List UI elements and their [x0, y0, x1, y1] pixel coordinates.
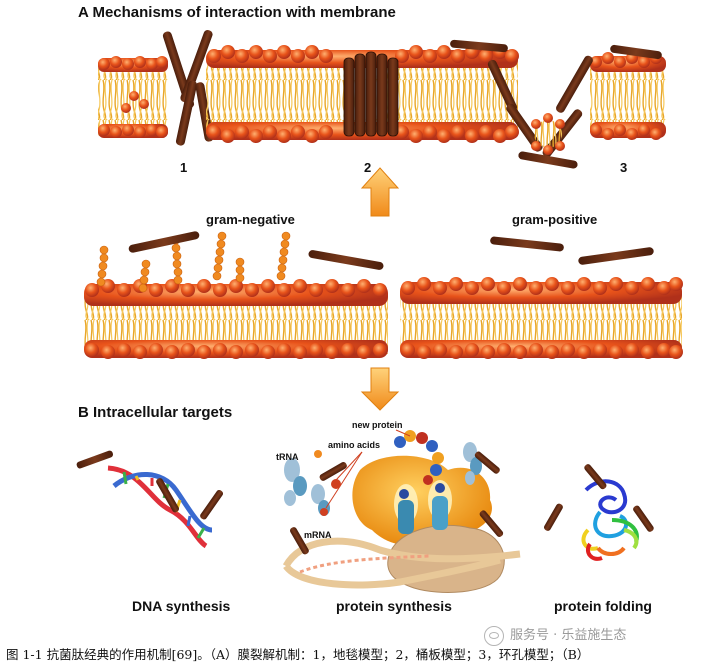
lps-chains — [96, 231, 291, 293]
peptides-toroidal — [506, 44, 662, 169]
membrane-toroidal — [590, 52, 666, 140]
arrow-down-icon — [360, 367, 400, 411]
amino-acid-beads — [314, 450, 341, 516]
mechanism-number-1: 1 — [180, 160, 188, 175]
folded-protein-icon — [581, 479, 639, 561]
peptides-barrel — [343, 51, 399, 137]
peptides-protein-synthesis — [290, 451, 504, 555]
figure-caption: 图 1-1 抗菌肽经典的作用机制[69]。（A）膜裂解机制：1，地毯模型；2，桶… — [6, 647, 590, 662]
new-protein-label: new protein — [352, 420, 403, 430]
watermark-text: 服务号 · 乐益施生态 — [510, 628, 627, 643]
mechanism-number-3: 3 — [620, 160, 628, 175]
peptides-dna — [76, 450, 224, 520]
watermark: 服务号 · 乐益施生态 — [484, 624, 626, 646]
membrane-gram-negative — [84, 279, 388, 359]
membrane-carpet — [98, 56, 168, 138]
arrow-up-icon — [360, 167, 400, 217]
trna-label: tRNA — [276, 452, 299, 462]
gram-positive-label: gram-positive — [512, 212, 598, 227]
wechat-icon — [484, 625, 504, 646]
peptides-surface-top — [450, 39, 518, 112]
panel-a-header: A Mechanisms of interaction with membran… — [78, 4, 396, 21]
mechanism-number-2: 2 — [364, 160, 372, 175]
toroidal-pore-lipids — [531, 113, 565, 155]
peptides-protein-folding — [544, 464, 654, 532]
dna-helix-icon — [107, 465, 213, 549]
gram-negative-label: gram-negative — [206, 212, 295, 227]
figure-canvas — [76, 30, 683, 593]
pointer-lines — [325, 429, 411, 509]
peptides-gram-positive — [490, 236, 654, 265]
new-protein-chain — [394, 430, 444, 485]
amino-acids-label: amino acids — [328, 440, 381, 450]
target-protein-synthesis: protein synthesis — [336, 598, 452, 614]
membrane-gram-positive — [400, 277, 683, 359]
target-protein-folding: protein folding — [554, 598, 652, 614]
peptides-gram-negative — [128, 231, 384, 270]
panel-b-header: B Intracellular targets — [78, 404, 233, 421]
target-dna-synthesis: DNA synthesis — [132, 598, 231, 614]
mrna-label: mRNA — [304, 530, 332, 540]
